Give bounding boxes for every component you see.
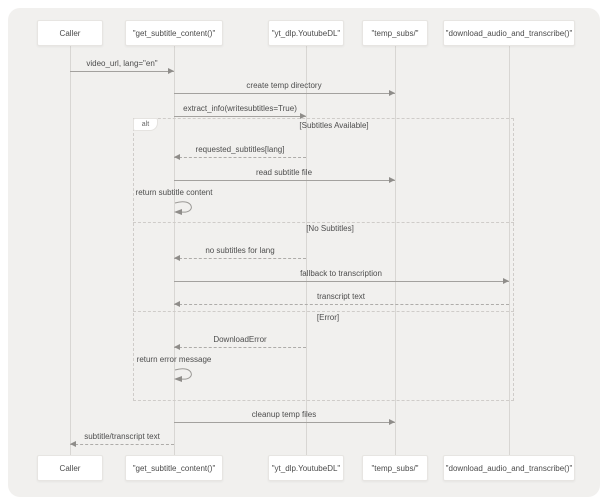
message-download-error-line: [174, 347, 306, 348]
participant-label: "yt_dlp.YoutubeDL": [271, 28, 341, 38]
message-transcript-text-label: transcript text: [316, 292, 366, 301]
participant-label: Caller: [59, 28, 81, 38]
participant-bottom-yt-dlp-youtubedl: "yt_dlp.YoutubeDL": [268, 455, 344, 481]
arrowhead-left-icon: [174, 301, 180, 307]
participant-top-get-subtitle-content: "get_subtitle_content()": [125, 20, 223, 46]
message-read-subtitle-file-line: [174, 180, 395, 181]
arrowhead-right-icon: [300, 113, 306, 119]
message-transcript-text-line: [174, 304, 509, 305]
arrowhead-left-icon: [174, 344, 180, 350]
arrowhead-right-icon: [389, 90, 395, 96]
alt-condition-no-subtitles: [No Subtitles]: [306, 224, 354, 233]
arrowhead-right-icon: [168, 68, 174, 74]
message-create-temp-directory-line: [174, 93, 395, 94]
lifeline-temp-subs: [395, 46, 396, 455]
message-subtitle-transcript-text-line: [70, 444, 174, 445]
message-subtitle-transcript-text-label: subtitle/transcript text: [84, 432, 160, 441]
message-extract-info-line: [174, 116, 306, 117]
participant-label: Caller: [59, 463, 81, 473]
participant-label: "temp_subs/": [371, 463, 419, 473]
participant-bottom-temp-subs: "temp_subs/": [362, 455, 428, 481]
self-message-loop-icon: [174, 201, 192, 215]
participant-label: "download_audio_and_transcribe()": [445, 28, 573, 38]
arrowhead-right-icon: [389, 419, 395, 425]
participant-label: "get_subtitle_content()": [132, 28, 216, 38]
participant-bottom-get-subtitle-content: "get_subtitle_content()": [125, 455, 223, 481]
message-download-error-label: DownloadError: [213, 335, 267, 344]
participant-label: "download_audio_and_transcribe()": [445, 463, 573, 473]
lifeline-get-subtitle-content: [174, 46, 175, 455]
message-cleanup-temp-files-label: cleanup temp files: [251, 410, 317, 419]
message-requested-subtitles-line: [174, 157, 306, 158]
message-video-url-label: video_url, lang="en": [86, 59, 158, 68]
message-fallback-to-transcription-label: fallback to transcription: [300, 269, 382, 278]
message-extract-info-label: extract_info(writesubtitles=True): [183, 104, 297, 113]
message-read-subtitle-file-label: read subtitle file: [255, 168, 313, 177]
participant-top-yt-dlp-youtubedl: "yt_dlp.YoutubeDL": [268, 20, 344, 46]
message-return-subtitle-content-label: return subtitle content: [135, 188, 213, 197]
arrowhead-right-icon: [389, 177, 395, 183]
participant-bottom-download-audio-and-transcribe: "download_audio_and_transcribe()": [443, 455, 575, 481]
arrowhead-right-icon: [503, 278, 509, 284]
participant-top-temp-subs: "temp_subs/": [362, 20, 428, 46]
message-requested-subtitles-label: requested_subtitles[lang]: [195, 145, 285, 154]
participant-label: "get_subtitle_content()": [132, 463, 216, 473]
lifeline-caller: [70, 46, 71, 455]
alt-condition-subtitles-available: [Subtitles Available]: [299, 121, 369, 130]
diagram-canvas: [8, 8, 600, 497]
alt-frame: [133, 118, 514, 401]
participant-top-download-audio-and-transcribe: "download_audio_and_transcribe()": [443, 20, 575, 46]
alt-divider-error: [133, 311, 514, 312]
lifeline-download-audio-and-transcribe: [509, 46, 510, 455]
arrowhead-left-icon: [174, 154, 180, 160]
message-cleanup-temp-files-line: [174, 422, 395, 423]
message-return-error-message-label: return error message: [136, 355, 212, 364]
message-fallback-to-transcription-line: [174, 281, 509, 282]
participant-bottom-caller: Caller: [37, 455, 103, 481]
alt-frame-label: alt: [133, 118, 158, 131]
arrowhead-left-icon: [70, 441, 76, 447]
participant-label: "yt_dlp.YoutubeDL": [271, 463, 341, 473]
self-message-loop-icon: [174, 368, 192, 382]
message-video-url-line: [70, 71, 174, 72]
arrowhead-left-icon: [174, 255, 180, 261]
alt-divider-no-subtitles: [133, 222, 514, 223]
participant-label: "temp_subs/": [371, 28, 419, 38]
message-create-temp-directory-label: create temp directory: [246, 81, 322, 90]
message-no-subtitles-for-lang-label: no subtitles for lang: [205, 246, 275, 255]
message-no-subtitles-for-lang-line: [174, 258, 306, 259]
participant-top-caller: Caller: [37, 20, 103, 46]
lifeline-yt-dlp-youtubedl: [306, 46, 307, 455]
alt-condition-error: [Error]: [316, 313, 340, 322]
